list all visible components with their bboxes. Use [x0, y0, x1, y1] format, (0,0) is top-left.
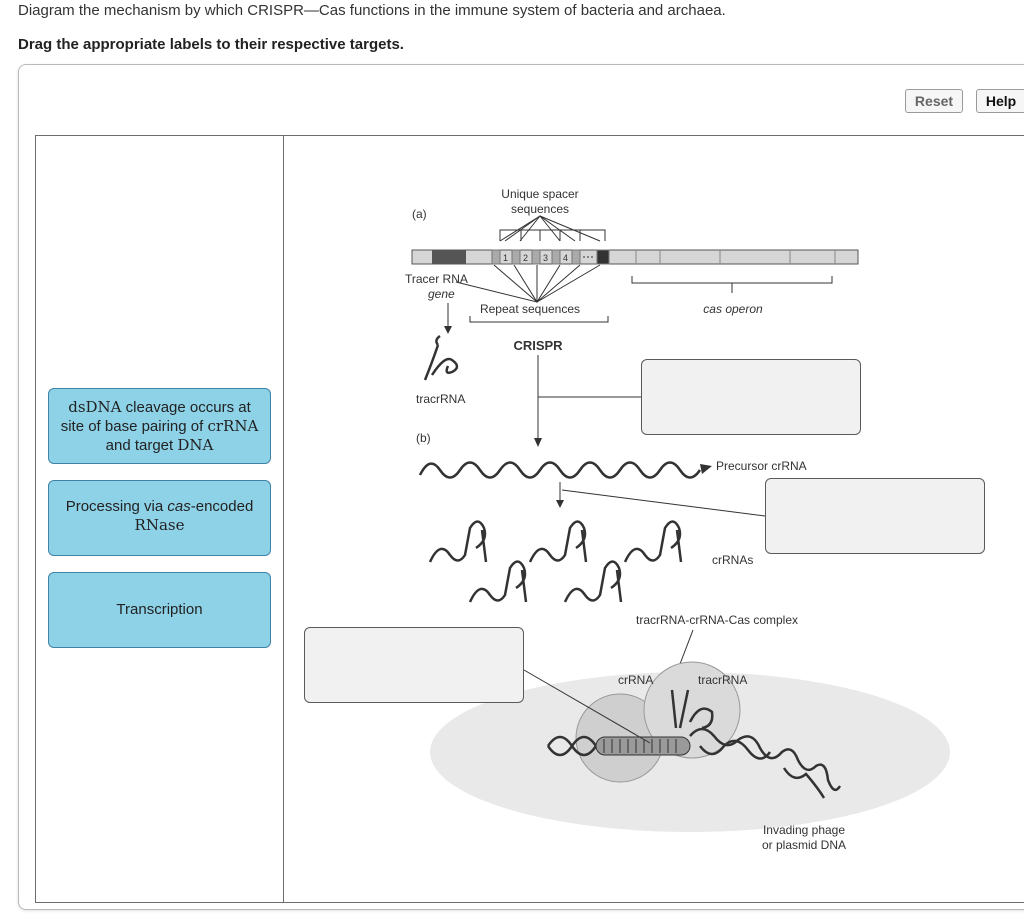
repeat-sequences-label: Repeat sequences	[480, 302, 580, 316]
cas-operon-label: cas operon	[703, 302, 763, 316]
tracer-gene-label-line1: Tracer RNA	[405, 272, 468, 286]
crrna-complex-label: crRNA	[618, 673, 653, 687]
tracer-gene-block	[432, 250, 466, 264]
instruction-text: Diagram the mechanism by which CRISPR—Ca…	[18, 2, 726, 19]
cas-protein-small	[643, 661, 741, 759]
complex-label: tracrRNA-crRNA-Cas complex	[636, 613, 798, 627]
label-dsdna-cleavage[interactable]: dsDNA cleavage occurs at site of base pa…	[48, 388, 271, 464]
invading-dna-helix	[546, 727, 842, 792]
invading-dna-label-line2: or plasmid DNA	[762, 838, 846, 852]
repeat-bracket	[455, 264, 609, 323]
spacer-numbers: 1 2 3 4 n	[503, 253, 604, 263]
reset-button[interactable]: Reset	[905, 89, 963, 113]
spacer-num-2: 2	[523, 253, 528, 263]
leader-line-target3	[523, 669, 651, 744]
tracer-gene-label-line2: gene	[428, 287, 455, 301]
panel-a-label: (a)	[412, 207, 427, 221]
panel-b-label: (b)	[416, 431, 431, 445]
drop-target-cleavage-step[interactable]	[304, 627, 524, 703]
precursor-crrna-label: Precursor crRNA	[716, 459, 807, 473]
drop-target-transcription-step[interactable]	[641, 359, 861, 435]
spacer-num-3: 3	[543, 253, 548, 263]
crrnas-label: crRNAs	[712, 553, 753, 567]
crispr-label: CRISPR	[513, 338, 563, 353]
instruction-heading: Drag the appropriate labels to their res…	[18, 36, 404, 53]
spacer-num-4: 4	[563, 253, 568, 263]
tracrrna-complex-strand	[670, 689, 714, 730]
crrna-hairpins	[428, 520, 683, 603]
spacer-label-line1: Unique spacer	[501, 187, 578, 201]
label-processing-rnase[interactable]: Processing via cas-encoded RNase	[48, 480, 271, 556]
spacer-bracket	[499, 215, 606, 242]
tracrrna-label: tracrRNA	[416, 392, 465, 406]
precursor-crrna-wave	[418, 461, 702, 479]
crispr-locus-bar	[411, 249, 859, 265]
repeat-blocks	[491, 249, 610, 265]
spacer-num-n: n	[599, 253, 604, 263]
label-bank-divider	[283, 135, 284, 903]
spacer-label-line2: sequences	[511, 202, 569, 216]
spacer-num-1: 1	[503, 253, 508, 263]
tracrrna-hairpin	[423, 334, 459, 381]
cas-operon-bracket	[631, 276, 833, 293]
complex-pointer	[679, 629, 694, 665]
label-transcription[interactable]: Transcription	[48, 572, 271, 648]
tracrrna-complex-label: tracrRNA	[698, 673, 747, 687]
invading-dna-label-line1: Invading phage	[763, 823, 845, 837]
leader-line-target2	[561, 489, 766, 517]
drop-target-processing-step[interactable]	[765, 478, 985, 554]
cas-gene-dividers	[635, 250, 836, 264]
help-button[interactable]: Help	[976, 89, 1024, 113]
